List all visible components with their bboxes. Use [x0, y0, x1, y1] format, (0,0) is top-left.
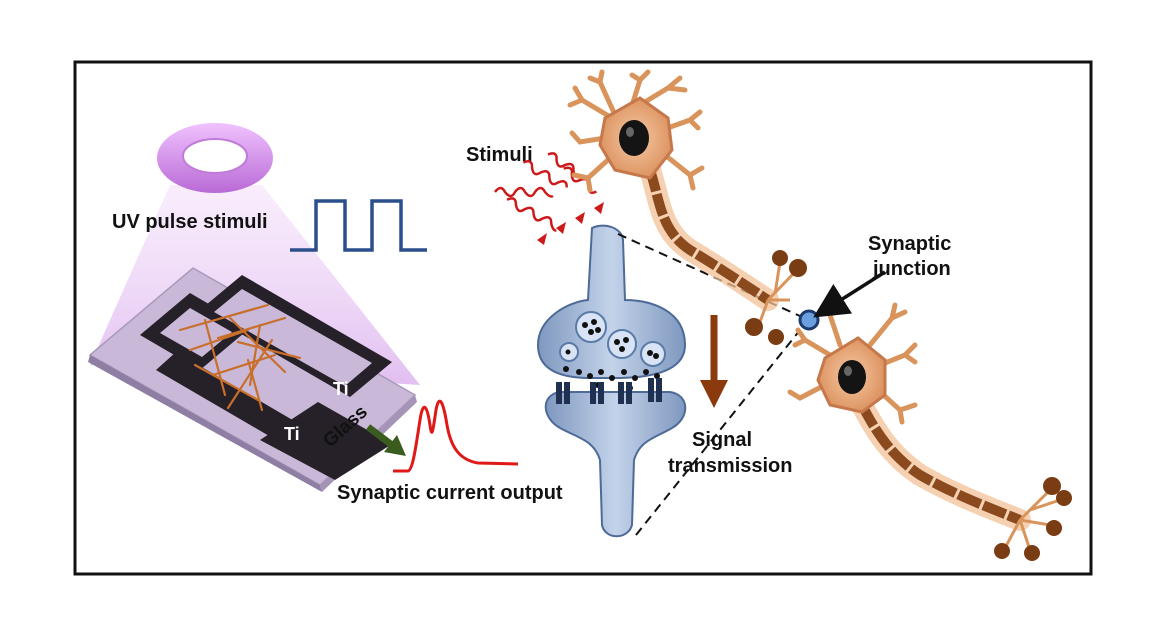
- ti-label-left: Ti: [284, 424, 300, 444]
- nanowire-network: [178, 303, 302, 412]
- junction-pointer-arrow: [813, 270, 886, 318]
- signal-label: Signal: [692, 429, 752, 451]
- stimuli-arrowheads: [537, 202, 604, 245]
- synaptic-junction-marker: [798, 309, 820, 331]
- postsynaptic-terminal: [544, 391, 687, 538]
- signal-arrow: [700, 315, 728, 408]
- receptors: [556, 378, 662, 404]
- stimuli-label: Stimuli: [466, 144, 533, 166]
- junction-label: junction: [872, 258, 951, 280]
- ti-electrodes: [140, 275, 392, 480]
- output-arrow: [365, 424, 406, 456]
- synaptic-output-label: Synaptic current output: [337, 482, 563, 504]
- neuron-1: [567, 69, 807, 345]
- uv-pulse-label: UV pulse stimuli: [112, 211, 268, 233]
- uv-pulse-waveform: [290, 199, 427, 252]
- uv-ring-icon: [157, 123, 273, 193]
- synaptic-current-curve: [393, 399, 519, 473]
- transmission-label: transmission: [668, 455, 792, 477]
- ti-label-right: Ti: [333, 379, 349, 399]
- synaptic-label: Synaptic: [868, 233, 951, 255]
